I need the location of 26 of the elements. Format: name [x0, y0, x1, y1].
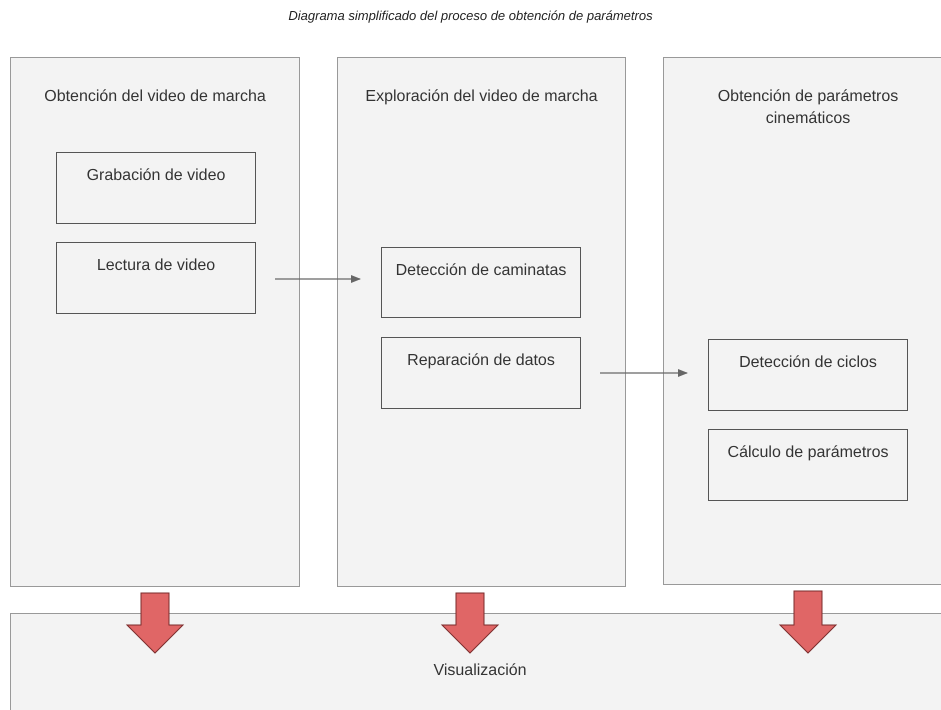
process-box — [381, 247, 581, 318]
stage-panel — [10, 57, 300, 587]
process-box — [381, 337, 581, 409]
arrow — [275, 275, 361, 283]
block-arrow — [440, 592, 500, 654]
process-box — [708, 339, 908, 411]
block-arrow — [778, 590, 838, 654]
diagram-title: Diagrama simplificado del proceso de obtención de parámetros — [287, 8, 654, 23]
stage-panel — [337, 57, 626, 587]
step-label: Reparación de datos — [406, 351, 556, 371]
process-box — [56, 152, 256, 224]
step-label: Lectura de video — [96, 256, 216, 276]
stage-heading: Obtención de parámetros cinemáticos — [716, 87, 900, 129]
block-arrow — [126, 592, 184, 654]
stage-heading: Obtención del video de marcha — [43, 87, 267, 107]
step-label: Grabación de video — [86, 166, 226, 186]
step-label: Detección de ciclos — [738, 353, 878, 373]
step-label: Cálculo de parámetros — [726, 443, 890, 463]
stage-panel — [10, 613, 941, 710]
stage-heading: Exploración del video de marcha — [364, 87, 599, 107]
arrow — [600, 369, 688, 377]
step-label: Detección de caminatas — [394, 261, 568, 281]
process-box — [708, 429, 908, 501]
stage-heading: Visualización — [432, 661, 528, 681]
process-box — [56, 242, 256, 314]
stage-panel — [663, 57, 941, 585]
